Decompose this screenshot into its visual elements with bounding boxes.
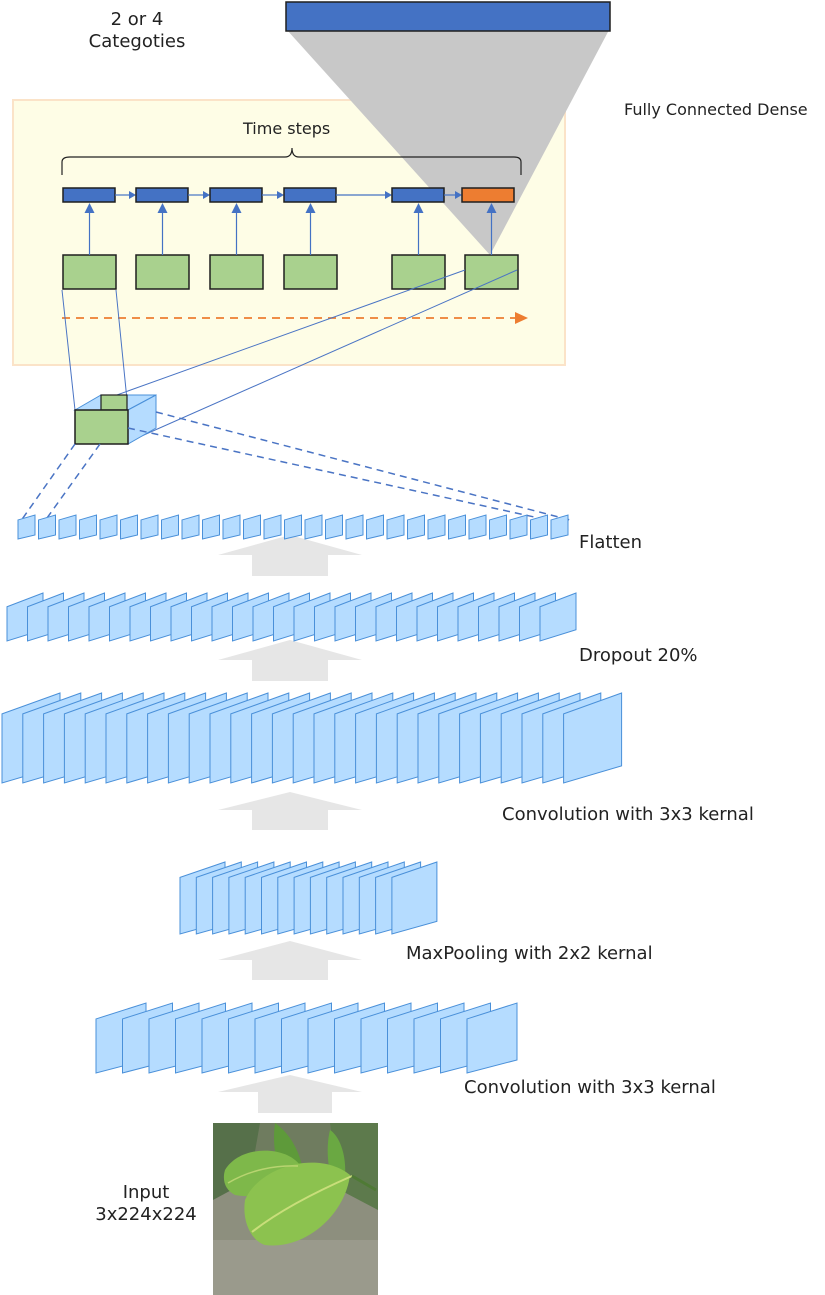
dashed-connector [41, 443, 101, 526]
feature-map [181, 514, 200, 540]
feature-map [563, 692, 623, 784]
cnn-to-rnn-arrowhead [231, 203, 242, 213]
cnn-to-rnn-arrowhead [84, 203, 95, 213]
feature-map [243, 514, 261, 540]
cnn-output-box [464, 254, 519, 290]
dashed-connector [155, 411, 571, 521]
cnn-to-rnn-arrowhead [305, 203, 316, 213]
feature-map [120, 514, 138, 540]
dropout-layer [6, 592, 577, 642]
fully-connected-label: Fully Connected Dense [624, 100, 808, 119]
feature-map [202, 514, 220, 540]
feature-map [391, 861, 438, 935]
time-steps-brace [61, 147, 522, 175]
rnn-link-arrowhead [385, 191, 392, 199]
feature-map [99, 514, 118, 540]
feature-map [304, 514, 323, 540]
cnn-output-box [283, 254, 338, 290]
feature-map [284, 514, 302, 540]
dense-output-bar [285, 1, 611, 32]
up-arrow-maxpool [218, 941, 362, 980]
cnn-to-rnn-arrowhead [413, 203, 424, 213]
connector-line [127, 269, 518, 443]
dropout-label: Dropout 20% [579, 645, 698, 666]
feature-map [530, 514, 548, 540]
feature-map [466, 1002, 518, 1074]
feature-map [550, 514, 569, 540]
feature-block-front [74, 409, 129, 445]
rnn-cell [391, 187, 445, 203]
feature-map [140, 514, 159, 540]
feature-block-back [100, 394, 128, 411]
feature-map [79, 514, 97, 540]
cnn-to-rnn-arrowhead [157, 203, 168, 213]
feature-map [17, 514, 36, 540]
feature-map [386, 514, 405, 540]
feature-map [407, 514, 425, 540]
connector-line [74, 269, 466, 411]
dense-projection [287, 30, 609, 255]
rnn-link-arrowhead [455, 191, 462, 199]
feature-map [539, 592, 577, 642]
feature-map [448, 514, 466, 540]
cnn-output-box [62, 254, 117, 290]
conv2-layer [1, 692, 623, 784]
cnn-output-box [135, 254, 190, 290]
feature-map [325, 514, 343, 540]
input-leaf-image [213, 1123, 378, 1295]
flatten-label: Flatten [579, 532, 642, 553]
rnn-link-arrowhead [203, 191, 210, 199]
connector-line [115, 289, 129, 411]
feature-map [468, 514, 487, 540]
up-arrow-dropout [218, 640, 362, 681]
feature-map [427, 514, 446, 540]
up-arrow-conv1 [218, 1075, 362, 1113]
conv1-label: Convolution with 3x3 kernal [464, 1077, 716, 1098]
feature-map [58, 514, 77, 540]
categories-label: 2 or 4 Categoties [82, 9, 192, 52]
cnn-output-box [391, 254, 446, 290]
dashed-connector [17, 443, 76, 526]
rnn-link-arrowhead [277, 191, 284, 199]
rnn-output-cell [461, 187, 515, 203]
dashed-connector [127, 427, 549, 521]
feature-map [161, 514, 179, 540]
rnn-cell [283, 187, 337, 203]
up-arrow-flatten [218, 535, 362, 576]
feature-map [38, 514, 56, 540]
feature-map [263, 514, 282, 540]
feature-map [222, 514, 241, 540]
rnn-link-arrowhead [129, 191, 136, 199]
maxpool-layer [179, 861, 438, 935]
input-line2: 3x224x224 [95, 1203, 197, 1225]
categories-line1: 2 or 4 [110, 9, 164, 30]
rnn-cell [135, 187, 189, 203]
connector-line [61, 289, 76, 411]
categories-line2: Categoties [88, 30, 186, 52]
maxpool-label: MaxPooling with 2x2 kernal [406, 943, 653, 964]
time-steps-label: Time steps [243, 119, 331, 138]
feature-map [345, 514, 364, 540]
flatten-layer [17, 514, 569, 540]
rnn-cells [62, 187, 515, 203]
feature-map [489, 514, 507, 540]
rnn-cell [209, 187, 263, 203]
cnn-to-rnn-arrowhead [486, 203, 497, 213]
feature-map [366, 514, 384, 540]
time-direction-arrowhead [515, 312, 528, 324]
up-arrow-conv2 [218, 792, 362, 830]
rnn-cell [62, 187, 116, 203]
cnn-output-boxes [62, 203, 519, 290]
input-label: Input 3x224x224 [86, 1182, 206, 1225]
input-line1: Input [122, 1182, 170, 1203]
cnn-output-box [209, 254, 264, 290]
conv1-layer [95, 1002, 518, 1074]
feature-map [509, 514, 528, 540]
conv2-label: Convolution with 3x3 kernal [502, 804, 754, 825]
